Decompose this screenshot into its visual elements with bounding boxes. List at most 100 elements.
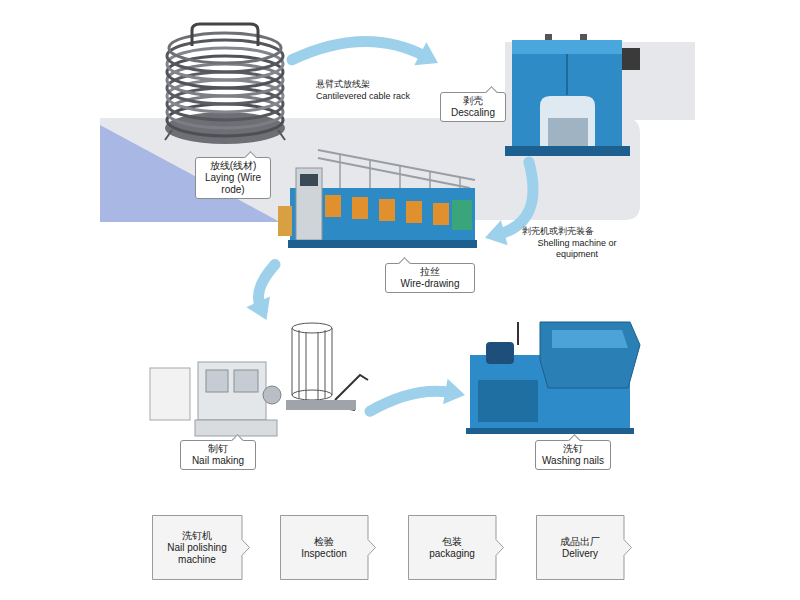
stage-name: Wire-drawing <box>389 278 471 290</box>
machine-base <box>288 240 477 248</box>
step-name: Inspection <box>301 548 347 560</box>
callout-bubble: 洗钉Washing nails <box>535 440 611 470</box>
drum-face <box>552 330 628 348</box>
flow-arrow <box>370 379 465 412</box>
step-name: 包装 <box>442 536 462 548</box>
callout-bubble: 放线(线材)Laying (Wire rode) <box>195 157 271 199</box>
tag-text: 洗钉机Nail polishing machine <box>152 515 242 580</box>
tag-text: 包装packaging <box>408 515 496 580</box>
step-tag: 检验Inspection <box>280 515 376 580</box>
drawing-drum <box>325 195 341 217</box>
equipment-note: 剥壳机或剥壳装备 <box>522 226 632 237</box>
arrow-head <box>246 296 270 320</box>
step-tag: 成品出厂Delivery <box>536 515 632 580</box>
tag-shape <box>409 516 504 580</box>
arrow-shaft <box>292 41 426 59</box>
stage-name: Laying (Wire rode) <box>199 172 267 196</box>
stage-name: Nail making <box>184 455 252 467</box>
control-screen <box>300 174 318 186</box>
process-stage: 制钉Nail making <box>140 320 370 472</box>
drawing-drum <box>352 197 368 219</box>
flow-arrow <box>292 41 438 65</box>
stage-name: 拉丝 <box>389 266 471 278</box>
flywheel <box>263 386 281 404</box>
washing-machine <box>466 322 640 434</box>
coil-hanger <box>192 24 258 46</box>
machine-body <box>512 40 622 148</box>
control-cabinet <box>296 168 322 240</box>
rack-bar <box>318 158 470 188</box>
flow-arrow <box>246 265 275 320</box>
wire-drawing-machine <box>278 150 477 248</box>
coil-ring <box>169 33 281 63</box>
nail-making-machine <box>150 323 368 436</box>
stage-name: 放线(线材) <box>199 160 267 172</box>
machine-window <box>234 370 258 392</box>
step-name: 检验 <box>314 536 334 548</box>
machine-motor <box>622 48 640 70</box>
machine-seam <box>566 54 568 95</box>
machine-base <box>195 420 277 436</box>
rack-post <box>339 154 341 190</box>
coil-wire-end <box>165 130 285 140</box>
stage-name: 洗钉 <box>539 443 607 455</box>
tag-shape <box>537 516 632 580</box>
process-stage: 洗钉Washing nails <box>465 318 640 472</box>
machine-lever <box>517 322 519 345</box>
machine-base <box>466 428 634 434</box>
wire-cage <box>292 390 332 400</box>
wire-cage <box>292 323 332 333</box>
tag-text: 检验Inspection <box>280 515 368 580</box>
stage-name: Descaling <box>444 107 502 119</box>
arrow-shaft <box>258 265 275 308</box>
payoff-box <box>278 206 292 236</box>
process-stage: 剥壳Descaling <box>438 30 640 162</box>
arrow-head <box>485 220 508 245</box>
electric-cabinet <box>150 368 190 420</box>
machine-base <box>505 146 630 156</box>
machine-window <box>206 370 228 392</box>
coil-ring <box>167 40 283 72</box>
callout-tail <box>231 434 244 447</box>
arrow-shaft <box>370 391 451 411</box>
step-tag: 包装packaging <box>408 515 504 580</box>
stage-name: Washing nails <box>539 455 607 467</box>
process-stage: 放线(线材)Laying (Wire rode) <box>160 25 292 199</box>
stage-name: 制钉 <box>184 443 252 455</box>
machine-motor <box>452 200 472 230</box>
machine-body <box>198 362 266 420</box>
cage-base <box>286 400 356 410</box>
equipment-note: Cantilevered cable rack <box>316 91 446 102</box>
callout-bubble: 拉丝Wire-drawing <box>385 263 475 293</box>
tag-shape <box>153 516 250 580</box>
step-tag: 洗钉机Nail polishing machine <box>152 515 250 580</box>
stage-name: 剥壳 <box>444 95 502 107</box>
equipment-note: Shelling machine or equipment <box>532 238 622 260</box>
callout-tail <box>398 257 411 270</box>
step-name: 成品出厂 <box>560 536 600 548</box>
tag-shape <box>281 516 376 580</box>
washing-drum <box>540 322 640 388</box>
machine-top <box>512 40 622 54</box>
arrow-head <box>414 42 438 65</box>
rack-bar <box>318 150 475 180</box>
tag-text: 成品出厂Delivery <box>536 515 624 580</box>
machine-motor <box>486 342 514 364</box>
step-name: Nail polishing machine <box>156 542 238 566</box>
wire-coil <box>165 24 285 144</box>
equipment-note: 悬臂式放线架 <box>316 79 436 90</box>
machine-panel <box>478 380 538 422</box>
arrow-shaft <box>499 162 533 234</box>
step-name: Delivery <box>562 548 598 560</box>
drawing-drum <box>379 199 395 221</box>
callout-tail <box>485 86 498 99</box>
process-stage: 拉丝Wire-drawing <box>275 168 485 295</box>
rack-post <box>369 160 371 192</box>
drawing-drum <box>406 201 422 223</box>
machine-inner <box>548 118 588 148</box>
step-name: 洗钉机 <box>182 530 212 542</box>
callout-bubble: 剥壳Descaling <box>440 92 506 122</box>
